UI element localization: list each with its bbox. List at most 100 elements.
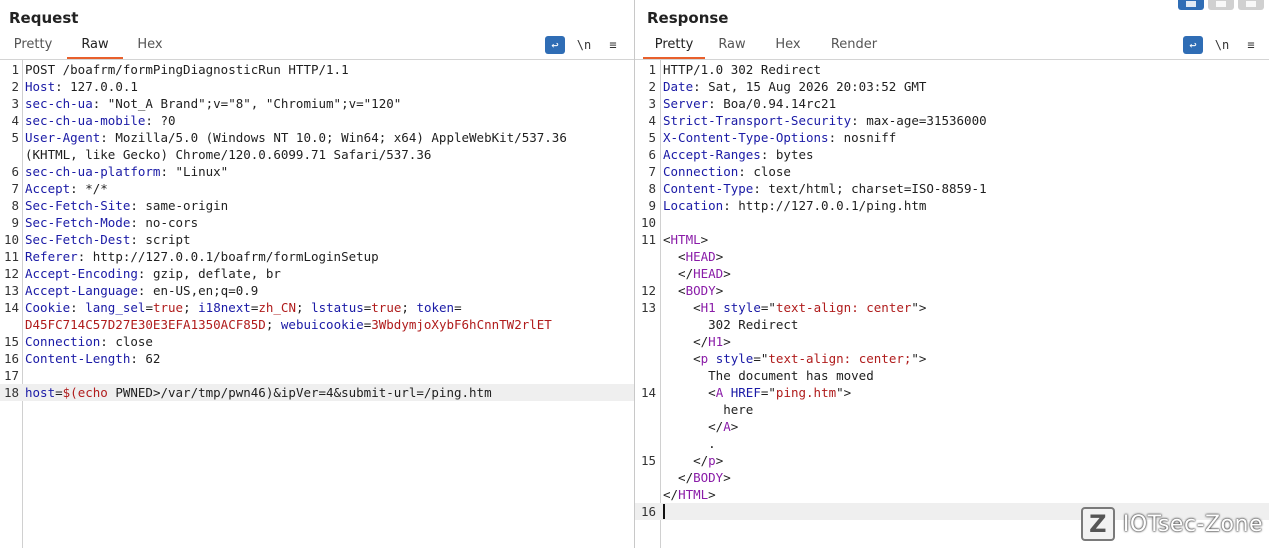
code-line[interactable]: <p style="text-align: center;"> [635,350,1269,367]
syntax-tag: p [700,351,709,366]
code-line[interactable]: </HEAD> [635,265,1269,282]
newline-toggle-button[interactable]: \n [576,38,592,52]
syntax-key: Server [663,96,709,111]
code-line[interactable]: 12 <BODY> [635,282,1269,299]
response-tab-pretty[interactable]: Pretty [643,35,705,59]
syntax-text: "> [836,385,852,400]
syntax-text: : same-origin [130,198,229,213]
response-menu-button[interactable]: ≡ [1241,36,1261,54]
syntax-text: ; [296,300,312,315]
code-text: Server: Boa/0.94.14rc21 [663,95,836,112]
code-line[interactable]: here [635,401,1269,418]
request-menu-button[interactable]: ≡ [603,36,623,54]
code-line[interactable]: The document has moved [635,367,1269,384]
code-line[interactable]: 10 [635,214,1269,231]
response-tab-render[interactable]: Render [830,37,878,52]
syntax-key: webuicookie [280,317,364,332]
syntax-text: > [700,232,709,247]
code-line[interactable]: </HTML> [635,486,1269,503]
code-line[interactable]: . [635,435,1269,452]
code-line[interactable]: 13 <H1 style="text-align: center"> [635,299,1269,316]
code-line[interactable]: 15 </p> [635,452,1269,469]
code-text: </A> [663,418,738,435]
code-line[interactable]: </A> [635,418,1269,435]
wrap-lines-button[interactable]: ↩ [545,36,565,54]
line-number: 10 [640,215,656,230]
request-tab-pretty[interactable]: Pretty [13,37,53,52]
syntax-text: </ [663,419,724,434]
code-text: here [663,401,753,418]
request-tab-raw[interactable]: Raw [67,35,123,59]
code-line[interactable]: </BODY> [635,469,1269,486]
code-text: sec-ch-ua-mobile: ?0 [25,112,176,129]
code-line[interactable]: D45FC714C57D27E30E3EFA1350ACF85D; webuic… [0,316,634,333]
code-line[interactable]: 17 [0,367,634,384]
request-tab-hex[interactable]: Hex [137,37,163,52]
code-text: sec-ch-ua: "Not_A Brand";v="8", "Chromiu… [25,95,401,112]
code-text: Date: Sat, 15 Aug 2026 20:03:52 GMT [663,78,926,95]
code-text: Host: 127.0.0.1 [25,78,138,95]
syntax-key: Accept-Encoding [25,266,138,281]
tabs-icon [1246,1,1256,7]
response-wrap-lines-button[interactable]: ↩ [1183,36,1203,54]
syntax-text [708,351,716,366]
code-text: <H1 style="text-align: center"> [663,299,926,316]
syntax-text: : Sat, 15 Aug 2026 20:03:52 GMT [693,79,927,94]
code-line[interactable]: 14 <A HREF="ping.htm"> [635,384,1269,401]
code-line[interactable]: </H1> [635,333,1269,350]
syntax-key: Connection [663,164,739,179]
code-text: D45FC714C57D27E30E3EFA1350ACF85D; webuic… [25,316,552,333]
syntax-text: : text/html; charset=ISO-8859-1 [753,181,987,196]
code-line[interactable]: 8 Sec-Fetch-Site: same-origin [0,197,634,214]
columns-icon [1186,1,1196,7]
response-tab-hex[interactable]: Hex [775,37,801,52]
code-line[interactable]: 11<HTML> [635,231,1269,248]
code-text: <A HREF="ping.htm"> [663,384,851,401]
pane-divider[interactable] [634,0,635,548]
response-tab-raw[interactable]: Raw [718,37,746,52]
line-number: 12 [640,283,656,298]
syntax-key: Sec-Fetch-Site [25,198,131,213]
syntax-text: ; [265,317,281,332]
syntax-text: </ [663,487,679,502]
code-line[interactable]: 302 Redirect [635,316,1269,333]
layout-side-by-side-button[interactable] [1178,0,1204,10]
response-newline-toggle-button[interactable]: \n [1214,38,1230,52]
code-text: Content-Length: 62 [25,350,160,367]
code-text: sec-ch-ua-platform: "Linux" [25,163,228,180]
code-line[interactable]: <HEAD> [635,248,1269,265]
line-number: 8 [11,198,19,213]
syntax-key: Accept-Language [25,283,138,298]
code-line[interactable]: (KHTML, like Gecko) Chrome/120.0.6099.71… [0,146,634,163]
layout-tabs-button[interactable] [1238,0,1264,10]
syntax-text: = [454,300,462,315]
layout-stacked-button[interactable] [1208,0,1234,10]
